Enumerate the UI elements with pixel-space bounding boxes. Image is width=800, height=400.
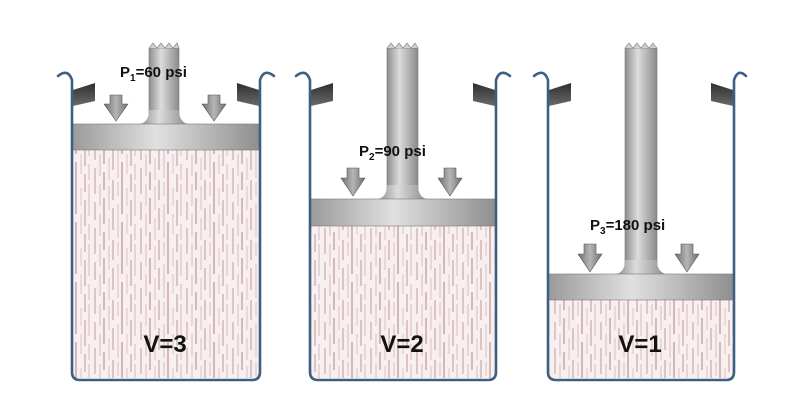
- gas-region: [548, 300, 734, 378]
- pressure-label: P1=60 psi: [120, 64, 187, 84]
- stop-right: [473, 83, 495, 106]
- cylinder-wall: [56, 71, 276, 382]
- down-arrow: [674, 243, 700, 273]
- stop-right: [711, 83, 733, 106]
- stop-right: [237, 83, 259, 106]
- pressure-label: P2=90 psi: [359, 143, 426, 163]
- down-arrow: [577, 243, 603, 273]
- rod-broken-end: [624, 42, 658, 49]
- down-arrow: [437, 167, 463, 197]
- piston-rod: [624, 47, 658, 279]
- down-arrow: [201, 94, 227, 122]
- piston-plate: [309, 198, 497, 227]
- down-arrow: [103, 94, 129, 122]
- rod-broken-end: [386, 42, 419, 49]
- cylinder-1: P1=60 psi V=3: [56, 42, 276, 382]
- cylinder-2: P2=90 psi V=2: [294, 42, 512, 382]
- piston-rod: [386, 47, 419, 204]
- stop-left: [73, 83, 95, 106]
- piston-plate: [71, 123, 261, 151]
- down-arrow: [340, 167, 366, 197]
- cylinder-wall: [294, 71, 512, 382]
- volume-label: V=1: [618, 331, 661, 358]
- stop-left: [311, 83, 333, 106]
- volume-label: V=2: [380, 331, 423, 358]
- pressure-label: P3=180 psi: [590, 217, 665, 237]
- volume-label: V=3: [143, 331, 186, 358]
- cylinder-wall: [532, 71, 748, 382]
- gas-region: [310, 226, 496, 378]
- rod-broken-end: [148, 42, 180, 49]
- gas-region: [72, 150, 260, 378]
- cylinder-3: P3=180 psi V=1: [532, 42, 748, 382]
- stop-left: [549, 83, 571, 106]
- piston-plate: [547, 273, 735, 301]
